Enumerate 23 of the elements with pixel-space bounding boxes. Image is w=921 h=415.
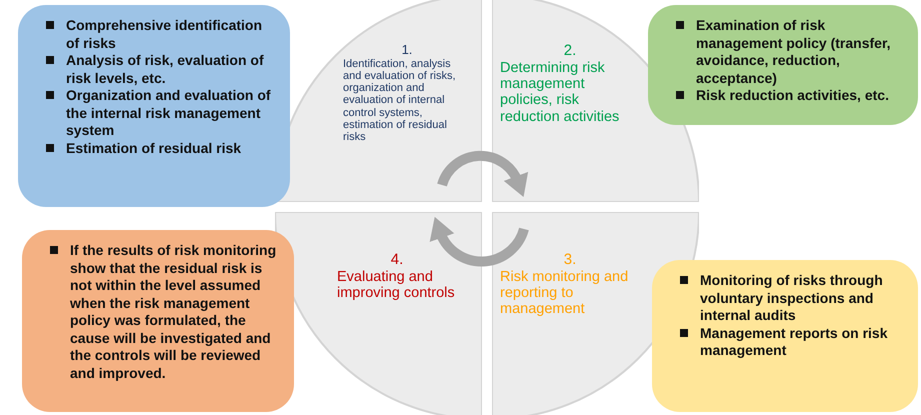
quadrant-segment — [275, 212, 482, 415]
step-text: Evaluating and improving controls — [337, 268, 456, 302]
note-card — [22, 230, 294, 412]
bullet-text: If the results of risk monitoring show that the residual risk is not within the level assumed when the risk management policy was formulated, the cause will be investigated and the controls will be reviewed and improved. — [46, 242, 280, 382]
bullet-text: Management reports on risk management — [676, 324, 904, 360]
bullet-text: Examination of risk management policy (transfer, avoidance, reduction, acceptance) — [672, 17, 904, 87]
step-text: Risk monitoring and reporting to management — [500, 268, 630, 318]
bullet-text: Risk reduction activities, etc. — [672, 87, 904, 104]
step-text: Identification, analysis and evaluation of risks, organization and evaluation of internal control systems, estimation of residual risks — [343, 58, 457, 144]
step-text: Determining risk management policies, risk reduction activities — [500, 60, 620, 125]
bullet-text: Analysis of risk, evaluation of risk levels, etc. — [42, 52, 276, 87]
bullet-text: Comprehensive identification of risks — [42, 17, 276, 52]
step-number: 4. — [390, 252, 404, 269]
note-card — [652, 260, 918, 412]
note-card — [648, 5, 918, 125]
bullet-text: Monitoring of risks through voluntary inspections and internal audits — [676, 272, 904, 324]
note-card — [18, 5, 290, 207]
bullet-text: Estimation of residual risk — [42, 140, 276, 157]
step-number: 1. — [400, 43, 414, 58]
bullet-text: Organization and evaluation of the internal risk management system — [42, 87, 276, 140]
quadrant-segment — [492, 212, 699, 415]
step-number: 2. — [562, 43, 578, 60]
step-number: 3. — [562, 252, 578, 269]
